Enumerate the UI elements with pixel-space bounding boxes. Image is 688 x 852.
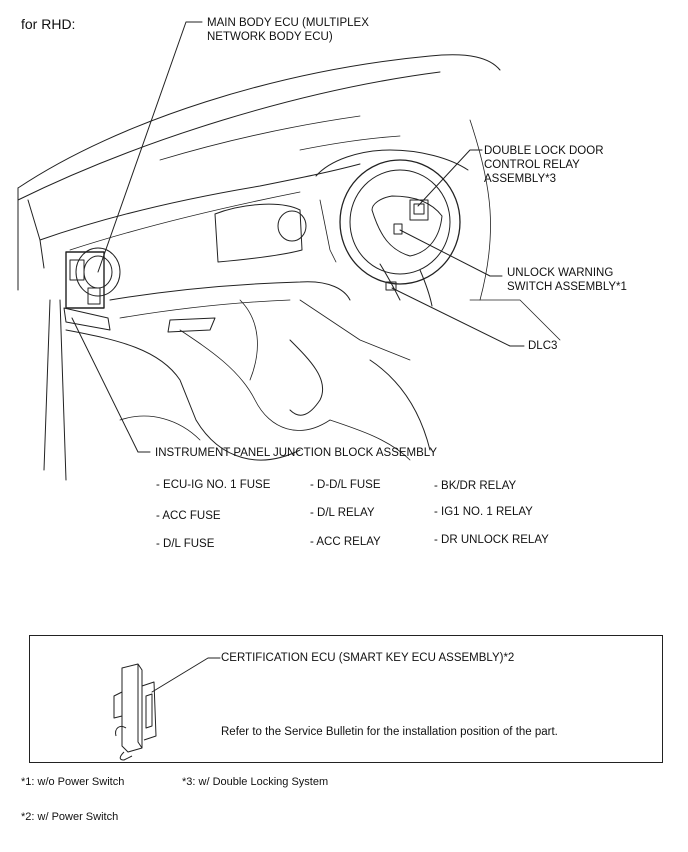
footnote-3: *3: w/ Double Locking System <box>182 776 329 788</box>
junction-item: - DR UNLOCK RELAY <box>434 534 549 546</box>
certification-ecu-box: CERTIFICATION ECU (SMART KEY ECU ASSEMBL… <box>29 635 663 763</box>
junction-item: - D/L FUSE <box>156 538 215 550</box>
main-body-ecu-label: MAIN BODY ECU (MULTIPLEX NETWORK BODY EC… <box>207 17 369 43</box>
certification-ecu-icon <box>113 663 157 761</box>
junction-item: - BK/DR RELAY <box>434 480 517 492</box>
junction-item: - ACC FUSE <box>156 510 221 522</box>
double-lock-relay-label: DOUBLE LOCK DOOR CONTROL RELAY ASSEMBLY*… <box>484 145 604 185</box>
junction-item: - ECU-IG NO. 1 FUSE <box>156 479 271 491</box>
footnote-1: *1: w/o Power Switch <box>21 776 125 788</box>
junction-item: - D-D/L FUSE <box>310 479 381 491</box>
footnote-2: *2: w/ Power Switch <box>21 811 119 823</box>
service-bulletin-note: Refer to the Service Bulletin for the in… <box>221 726 558 738</box>
junction-item: - D/L RELAY <box>310 507 375 519</box>
junction-block-label: INSTRUMENT PANEL JUNCTION BLOCK ASSEMBLY <box>155 447 438 459</box>
certification-ecu-label: CERTIFICATION ECU (SMART KEY ECU ASSEMBL… <box>221 652 515 664</box>
junction-item: - IG1 NO. 1 RELAY <box>434 506 533 518</box>
page-title: for RHD: <box>21 16 76 32</box>
junction-item: - ACC RELAY <box>310 536 381 548</box>
dlc3-label: DLC3 <box>528 340 558 352</box>
unlock-warning-switch-label: UNLOCK WARNING SWITCH ASSEMBLY*1 <box>507 267 627 293</box>
